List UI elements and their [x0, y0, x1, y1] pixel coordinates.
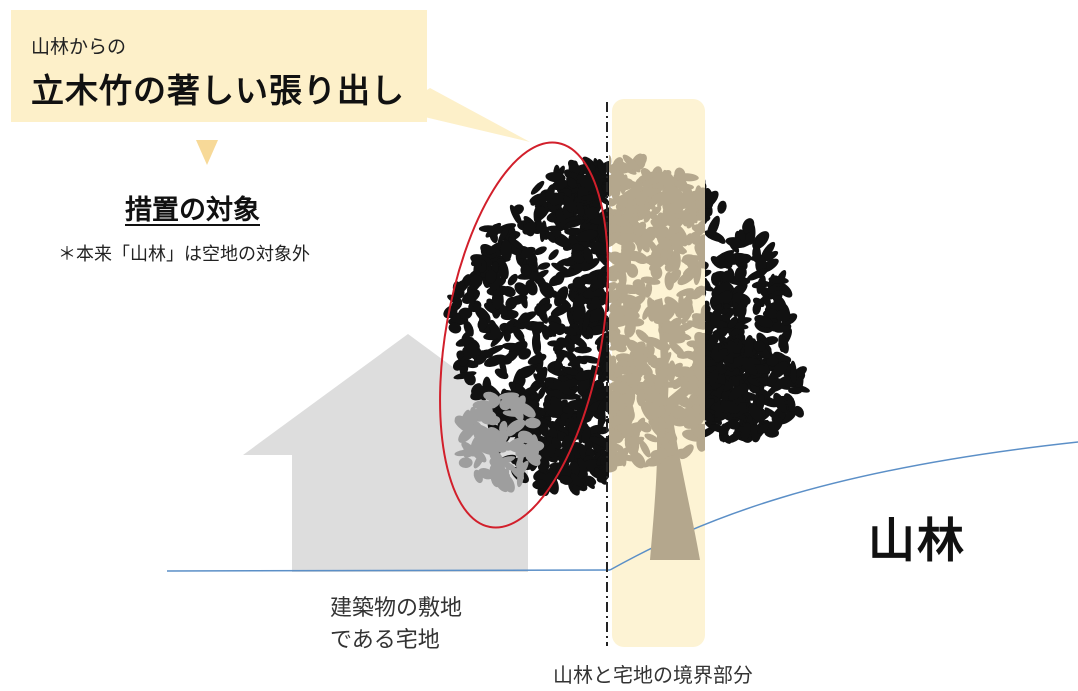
overhang-highlight-ellipse — [439, 141, 609, 529]
site-label-line2: である宅地 — [330, 628, 440, 653]
boundary-label: 山林と宅地の境界部分 — [553, 663, 753, 687]
ground-line-forest — [609, 441, 1078, 571]
callout-title: 立木竹の著しい張り出し — [31, 71, 405, 110]
forest-label: 山林 — [868, 514, 966, 569]
site-label-line1: 建築物の敷地 — [330, 596, 463, 621]
callout-down-arrow — [196, 140, 218, 165]
tree-faded-boundary — [609, 153, 705, 560]
tree-canopy-over-house — [454, 391, 545, 493]
callout-subtitle: 山林からの — [31, 36, 127, 58]
callout-pointer — [395, 88, 530, 142]
site-label: 建築物の敷地 である宅地 — [330, 593, 462, 657]
ground-line-residential — [166, 569, 611, 572]
callout-box: 山林からの 立木竹の著しい張り出し — [11, 10, 427, 122]
measure-note: ＊本来「山林」は空地の対象外 — [58, 244, 310, 265]
measure-title: 措置の対象 — [125, 195, 260, 226]
tree-canopy-overhang — [443, 156, 609, 497]
tree-canopy-forest — [705, 175, 810, 444]
